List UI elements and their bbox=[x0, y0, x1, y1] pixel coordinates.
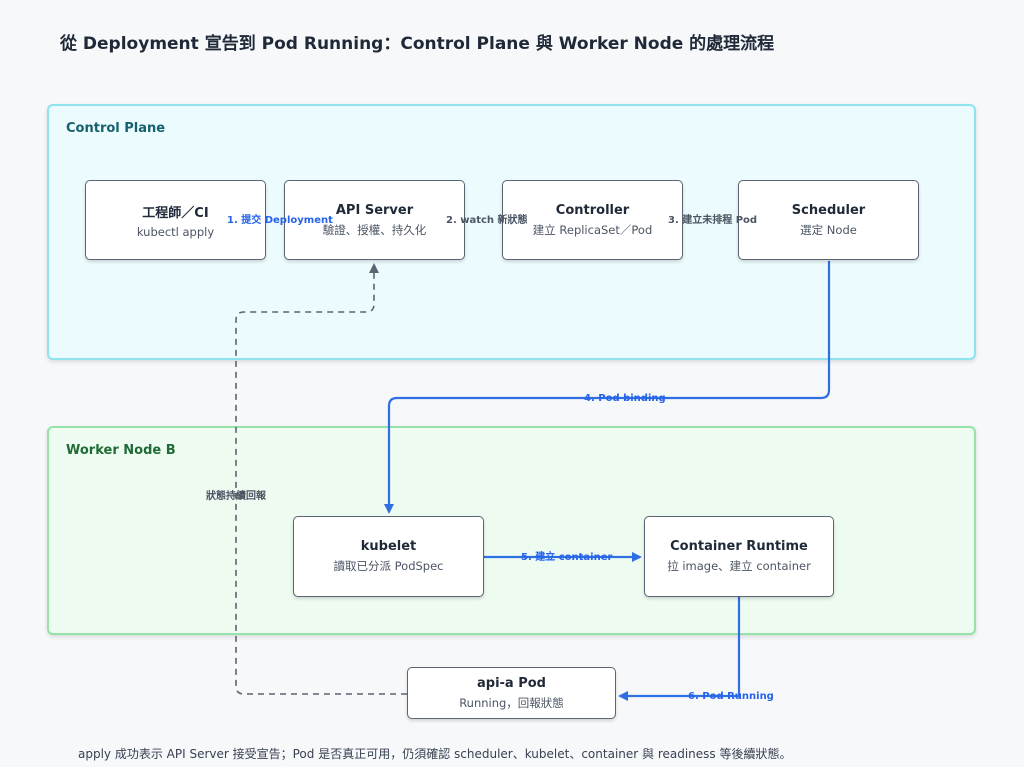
scheduler-node: Scheduler 選定 Node bbox=[738, 180, 919, 260]
node-title: Scheduler bbox=[791, 202, 866, 218]
node-title: Controller bbox=[555, 202, 630, 218]
controller-node: Controller 建立 ReplicaSet／Pod bbox=[502, 180, 683, 260]
api-a-pod-node: api-a Pod Running，回報狀態 bbox=[407, 667, 616, 719]
kubelet-node: kubelet 讀取已分派 PodSpec bbox=[293, 516, 484, 597]
api-server-node: API Server 驗證、授權、持久化 bbox=[284, 180, 465, 260]
edge-label-pod-binding: 4. Pod binding bbox=[584, 393, 666, 404]
edge-label-submit-deployment: 1. 提交 Deployment bbox=[227, 215, 333, 226]
edge-pod-binding bbox=[384, 261, 831, 514]
node-subtitle: 讀取已分派 PodSpec bbox=[333, 559, 444, 573]
node-title: API Server bbox=[335, 202, 414, 218]
edge-label-status-report: 狀態持續回報 bbox=[206, 491, 266, 502]
node-subtitle: Running，回報狀態 bbox=[459, 695, 564, 710]
node-subtitle: 拉 image、建立 container bbox=[667, 559, 811, 573]
edge-status-report bbox=[235, 263, 407, 695]
edge-label-create-unscheduled-pod: 3. 建立未排程 Pod bbox=[668, 215, 758, 226]
node-title: Container Runtime bbox=[670, 539, 808, 554]
node-subtitle: 驗證、授權、持久化 bbox=[322, 222, 427, 237]
page-title: 從 Deployment 宣告到 Pod Running：Control Pla… bbox=[60, 34, 775, 54]
edge-pod-running bbox=[618, 597, 741, 701]
node-subtitle: kubectl apply bbox=[136, 224, 215, 239]
node-subtitle: 選定 Node bbox=[800, 222, 857, 237]
edge-label-pod-running: 6. Pod Running bbox=[688, 691, 774, 702]
node-title: kubelet bbox=[360, 539, 417, 554]
engineer-ci-node: 工程師／CI kubectl apply bbox=[85, 180, 266, 260]
edge-label-watch-new-state: 2. watch 新狀態 bbox=[446, 215, 528, 226]
node-title: api-a Pod bbox=[477, 675, 546, 691]
worker-node-title: Worker Node B bbox=[66, 443, 176, 458]
container-runtime-node: Container Runtime 拉 image、建立 container bbox=[644, 516, 834, 597]
edge-label-create-container: 5. 建立 container bbox=[521, 552, 613, 563]
footer-note: apply 成功表示 API Server 接受宣告；Pod 是否真正可用，仍須… bbox=[78, 747, 792, 761]
node-subtitle: 建立 ReplicaSet／Pod bbox=[532, 222, 653, 237]
control-plane-title: Control Plane bbox=[66, 121, 166, 136]
node-title: 工程師／CI bbox=[142, 205, 209, 221]
